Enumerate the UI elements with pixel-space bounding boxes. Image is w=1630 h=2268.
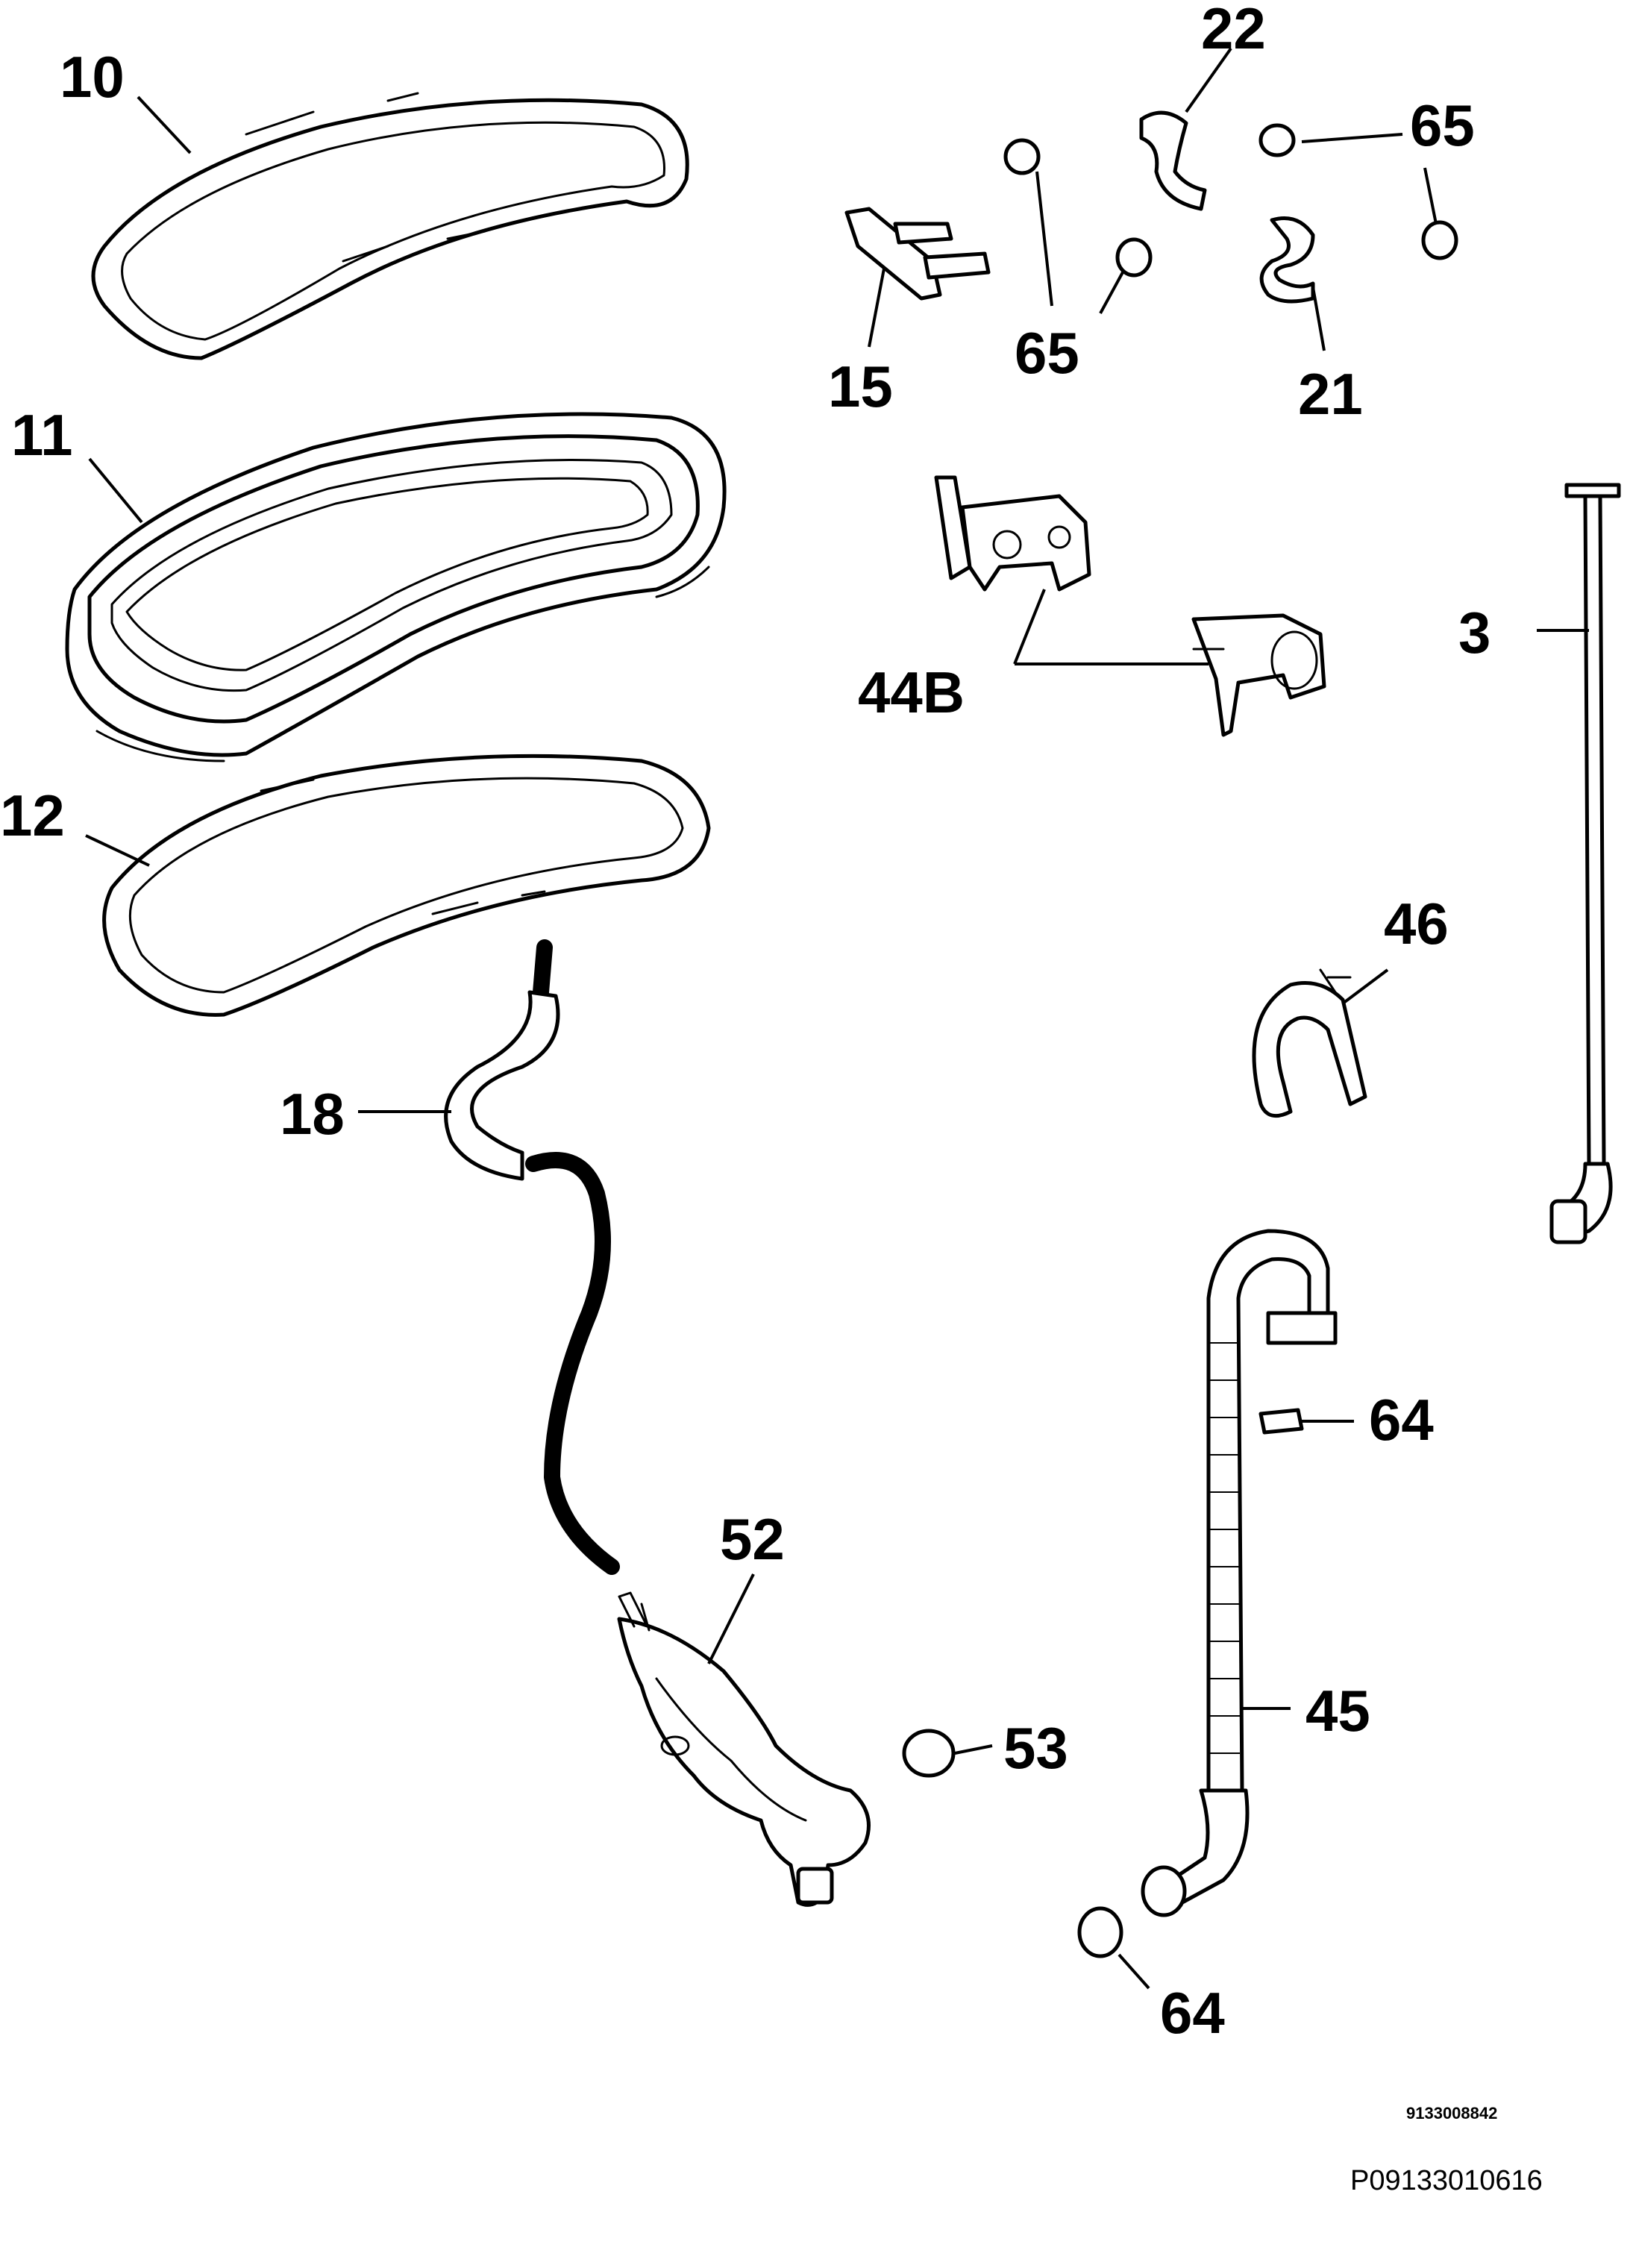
callout-labels: 10 11 12 18 15 65 22 21 65 44B 3 46 52 5… xyxy=(0,0,1490,2046)
callout-65-b: 65 xyxy=(1410,93,1475,158)
callout-3: 3 xyxy=(1458,600,1490,665)
callout-52: 52 xyxy=(720,1506,785,1572)
callout-18: 18 xyxy=(280,1081,345,1147)
part-52-pressure-chamber xyxy=(617,1591,871,1907)
part-11-door-seal xyxy=(65,412,727,762)
drawing-code-large: P09133010616 xyxy=(1350,2165,1543,2196)
part-46-u-bracket xyxy=(1252,968,1367,1118)
callout-12: 12 xyxy=(0,783,65,848)
part-65-caps xyxy=(1003,123,1458,278)
callout-45: 45 xyxy=(1305,1678,1370,1744)
part-44b-clamp-upper xyxy=(934,475,1091,592)
callout-22: 22 xyxy=(1201,0,1266,61)
drawing-code-small: 9133008842 xyxy=(1406,2104,1497,2123)
part-3-rod xyxy=(1549,483,1621,1244)
callout-21: 21 xyxy=(1298,361,1363,427)
part-18-hose xyxy=(444,939,620,1575)
part-53-o-ring xyxy=(902,1729,956,1778)
part-22-elbow xyxy=(1139,110,1207,211)
callout-64-b: 64 xyxy=(1160,1980,1225,2046)
part-15-connector xyxy=(844,207,991,301)
part-45-drain-hose xyxy=(1141,1229,1338,1917)
callout-53: 53 xyxy=(1003,1715,1068,1781)
callout-46: 46 xyxy=(1384,891,1449,956)
leader-lines xyxy=(85,47,1589,1990)
callout-15: 15 xyxy=(828,354,893,419)
part-12-gasket-frame xyxy=(102,754,711,1017)
callout-10: 10 xyxy=(60,44,125,110)
part-21-s-hose xyxy=(1259,216,1315,304)
callout-65-a: 65 xyxy=(1015,320,1079,386)
callout-64-a: 64 xyxy=(1369,1387,1434,1453)
callout-11: 11 xyxy=(11,402,72,468)
part-44b-clamp-lower xyxy=(1191,613,1326,737)
part-64-parts xyxy=(1077,1408,1304,1958)
part-10-gasket-frame xyxy=(91,92,689,360)
callout-44b: 44B xyxy=(858,660,965,725)
